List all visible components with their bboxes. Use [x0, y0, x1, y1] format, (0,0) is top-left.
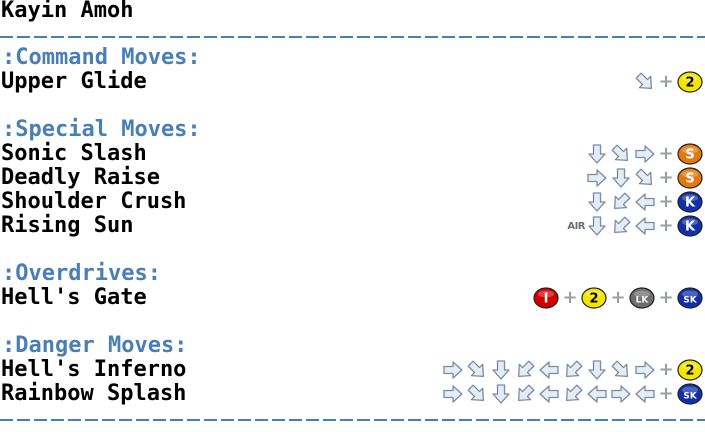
move-row: Hell's Inferno +2	[0, 358, 705, 382]
move-inputs: +2	[633, 70, 705, 94]
arrow-left-icon	[634, 384, 656, 404]
svg-text:2: 2	[685, 364, 694, 379]
move-name: Sonic Slash	[1, 141, 147, 166]
section-heading: :Danger Moves:	[2, 333, 188, 358]
button-sk-icon: SK	[677, 383, 703, 405]
plus-icon: +	[658, 287, 674, 308]
plus-icon: +	[658, 191, 674, 212]
plus-icon: +	[610, 287, 626, 308]
arrow-right-icon	[610, 384, 632, 404]
arrow-right-icon	[634, 144, 656, 164]
arrow-downleft-icon	[514, 360, 536, 380]
arrow-right-icon	[634, 360, 656, 380]
plus-icon: +	[658, 215, 674, 236]
arrow-downleft-icon	[610, 216, 632, 236]
arrow-downright-icon	[634, 72, 656, 92]
plus-icon: +	[658, 167, 674, 188]
section-heading: :Overdrives:	[2, 261, 161, 286]
move-name: Hell's Gate	[1, 285, 147, 310]
button-2-icon: 2	[581, 287, 607, 309]
arrow-downright-icon	[466, 384, 488, 404]
arrow-left-icon	[634, 216, 656, 236]
svg-text:S: S	[685, 172, 694, 187]
button-k-icon: K	[677, 191, 703, 213]
arrow-down-icon	[490, 384, 512, 404]
arrow-downleft-icon	[562, 384, 584, 404]
button-2-icon: 2	[677, 359, 703, 381]
svg-text:K: K	[685, 220, 696, 235]
arrow-right-icon	[586, 168, 608, 188]
move-inputs: +S	[585, 166, 705, 190]
move-inputs: +S	[585, 142, 705, 166]
move-name: Hell's Inferno	[1, 357, 187, 382]
move-row: Upper Glide +2	[0, 70, 705, 94]
svg-text:LK: LK	[636, 296, 650, 306]
move-inputs: AIR + K	[563, 214, 705, 238]
arrow-downright-icon	[634, 168, 656, 188]
arrow-downright-icon	[610, 144, 632, 164]
arrow-left-icon	[538, 360, 560, 380]
plus-icon: +	[658, 143, 674, 164]
move-name: Shoulder Crush	[1, 189, 187, 214]
plus-icon: +	[658, 359, 674, 380]
move-row: Deadly Raise+S	[0, 166, 705, 190]
move-row: Rainbow Splash + SK	[0, 382, 705, 406]
section-heading: :Command Moves:	[2, 45, 201, 70]
arrow-left-icon	[586, 384, 608, 404]
move-inputs: +2	[441, 358, 705, 382]
move-row: Sonic Slash+S	[0, 142, 705, 166]
button-2-icon: 2	[677, 71, 703, 93]
svg-text:2: 2	[589, 292, 598, 307]
move-name: Upper Glide	[1, 69, 147, 94]
button-i-icon: I	[533, 287, 559, 309]
button-sk-icon: SK	[677, 287, 703, 309]
button-s-icon: S	[677, 167, 703, 189]
arrow-left-icon	[538, 384, 560, 404]
top-divider	[0, 36, 705, 38]
move-inputs: I +2 + LK + SK	[531, 286, 705, 310]
button-k-icon: K	[677, 215, 703, 237]
svg-text:S: S	[685, 148, 694, 163]
move-row: Shoulder Crush+K	[0, 190, 705, 214]
svg-text:SK: SK	[683, 392, 697, 402]
move-name: Rising Sun	[1, 213, 134, 238]
move-name: Rainbow Splash	[1, 381, 187, 406]
arrow-downleft-icon	[562, 360, 584, 380]
svg-text:2: 2	[685, 76, 694, 91]
arrow-down-icon	[586, 360, 608, 380]
move-row: Rising Sun AIR + K	[0, 214, 705, 238]
arrow-down-icon	[586, 192, 608, 212]
arrow-downleft-icon	[514, 384, 536, 404]
arrow-down-icon	[610, 168, 632, 188]
svg-text:SK: SK	[683, 296, 697, 306]
air-label: AIR	[567, 220, 585, 232]
move-row: Hell's Gate I +2 + LK + SK	[0, 286, 705, 310]
plus-icon: +	[562, 287, 578, 308]
arrow-downleft-icon	[610, 192, 632, 212]
section-heading: :Special Moves:	[2, 117, 201, 142]
arrow-downright-icon	[466, 360, 488, 380]
arrow-downright-icon	[610, 360, 632, 380]
arrow-right-icon	[442, 360, 464, 380]
character-name: Kayin Amoh	[1, 0, 134, 23]
bottom-divider	[0, 419, 705, 421]
move-inputs: + SK	[441, 382, 705, 406]
svg-text:K: K	[685, 196, 696, 211]
arrow-down-icon	[586, 216, 608, 236]
button-s-icon: S	[677, 143, 703, 165]
arrow-down-icon	[586, 144, 608, 164]
move-inputs: +K	[585, 190, 705, 214]
button-lk-icon: LK	[629, 287, 655, 309]
arrow-down-icon	[490, 360, 512, 380]
plus-icon: +	[658, 383, 674, 404]
move-name: Deadly Raise	[1, 165, 160, 190]
arrow-left-icon	[634, 192, 656, 212]
arrow-right-icon	[442, 384, 464, 404]
svg-text:I: I	[544, 292, 549, 307]
plus-icon: +	[658, 71, 674, 92]
